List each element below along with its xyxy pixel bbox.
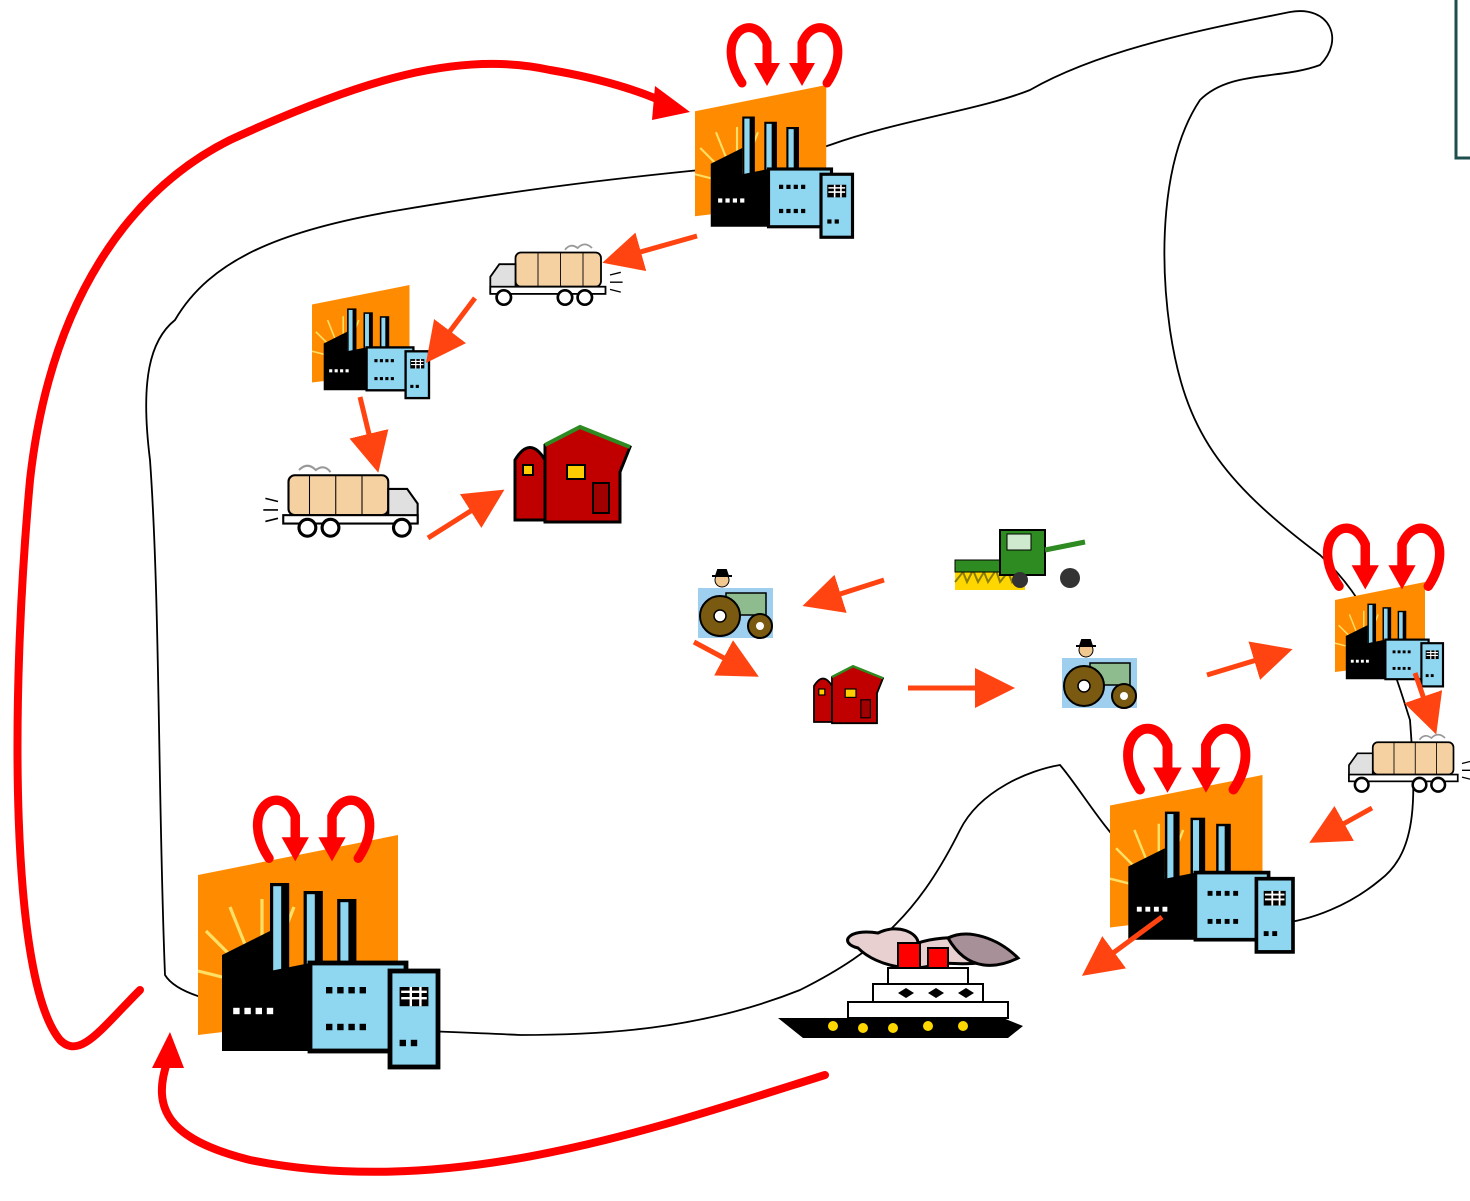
truck-icon xyxy=(263,466,417,536)
tractor-icon xyxy=(1062,640,1137,708)
factory-icon xyxy=(1110,775,1293,952)
factory-icon xyxy=(695,85,853,237)
factory-icon xyxy=(198,835,438,1067)
tractor-icon xyxy=(698,570,773,638)
barn-icon xyxy=(515,427,630,522)
recycle-loop-arrows xyxy=(731,28,838,86)
return-arrow-bottom xyxy=(152,1032,825,1172)
flow-arrows xyxy=(360,236,1433,970)
corner-box xyxy=(1456,0,1470,158)
barn-icon xyxy=(814,666,883,723)
combine-harvester-icon xyxy=(955,530,1085,590)
truck-icon xyxy=(1349,735,1470,792)
truck-icon xyxy=(490,244,622,304)
ship-icon xyxy=(778,929,1023,1038)
factory-icon xyxy=(1335,582,1443,686)
factory-icon xyxy=(312,285,429,398)
